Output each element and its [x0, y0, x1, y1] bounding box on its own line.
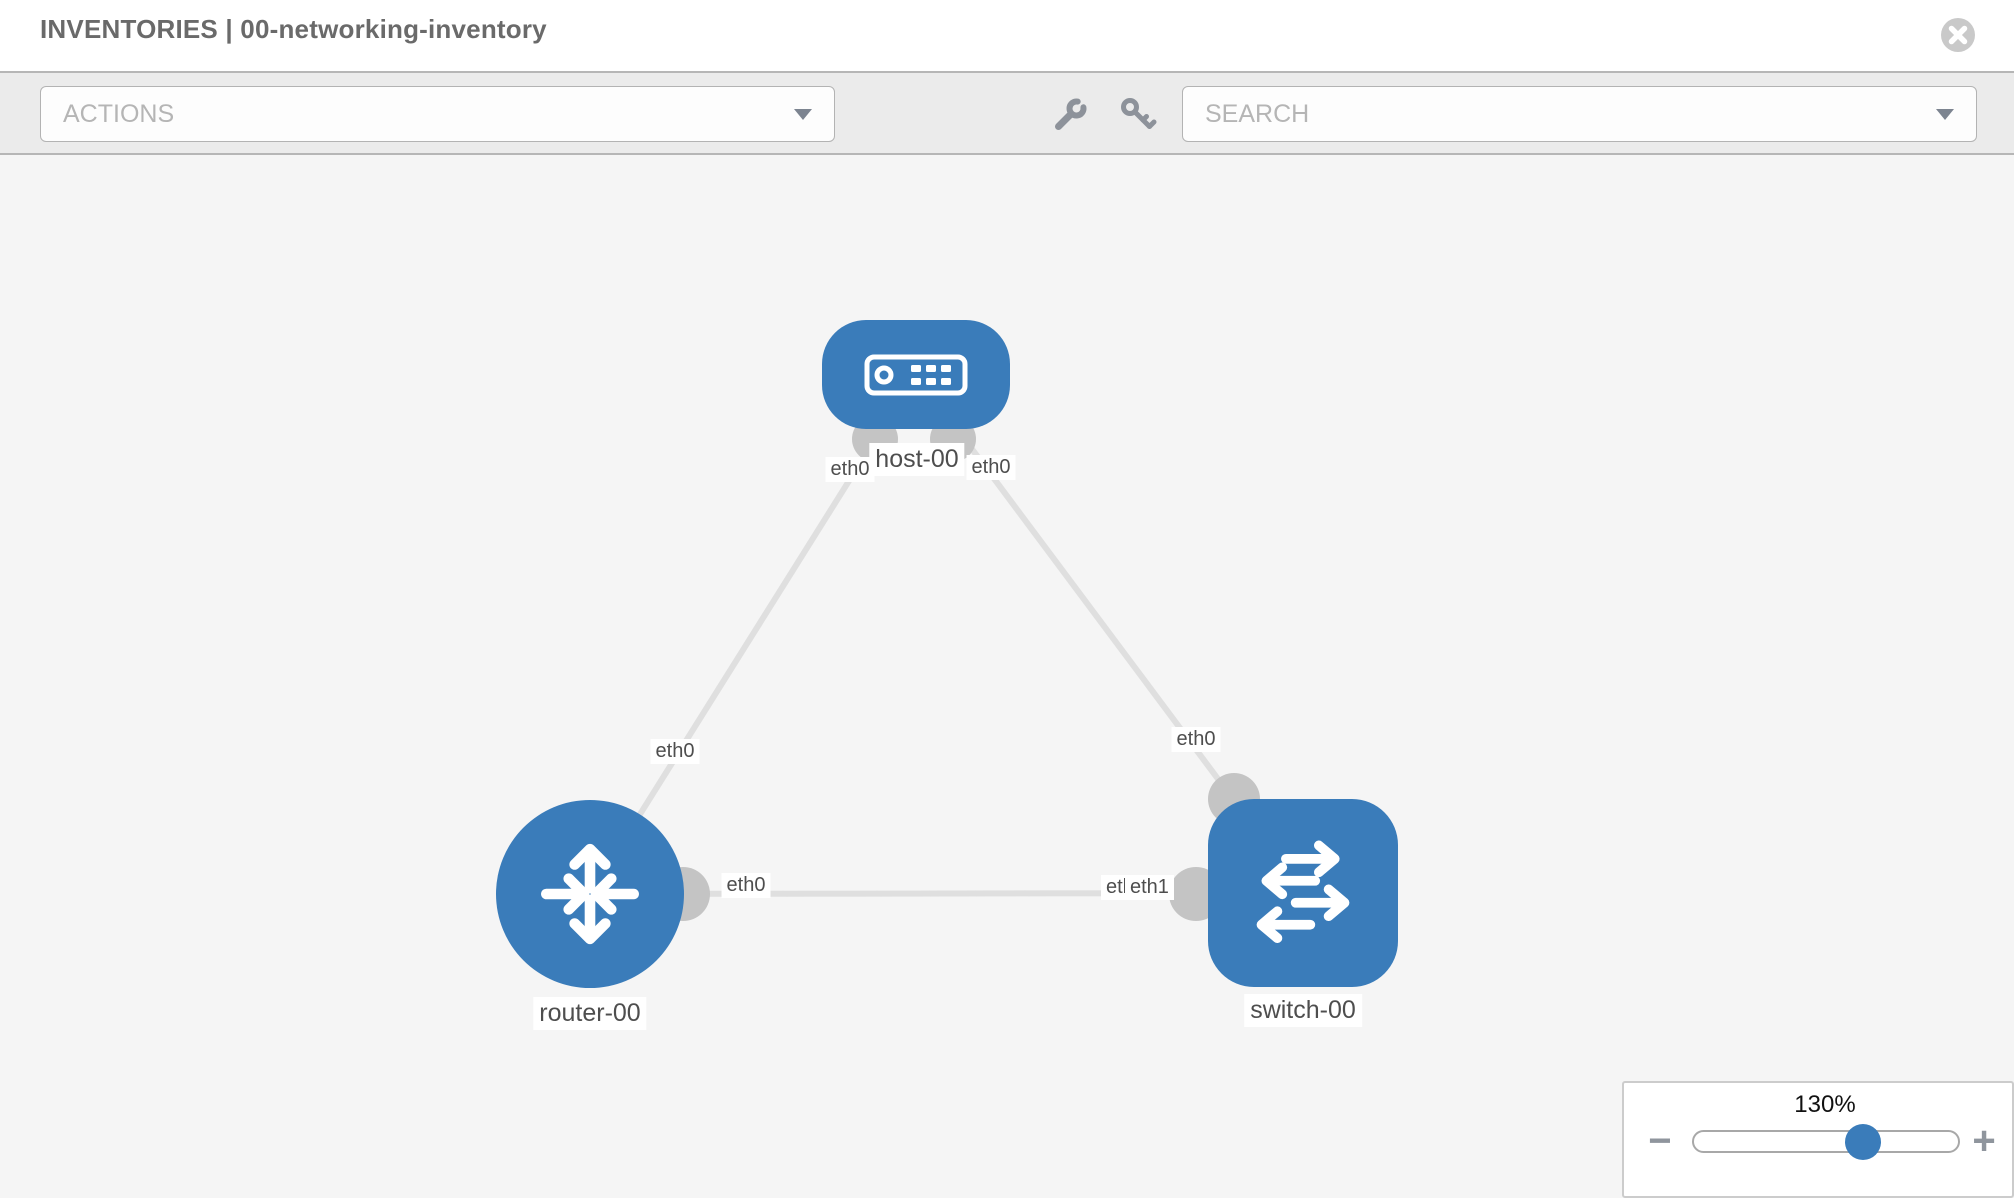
node-label-host-00: host-00	[869, 443, 965, 476]
router-icon	[541, 843, 639, 945]
port-label-host-eth0-right: eth0	[966, 455, 1016, 480]
close-icon[interactable]	[1940, 17, 1976, 53]
actions-dropdown[interactable]: ACTIONS	[40, 86, 835, 142]
port-label-router-eth0: eth0	[721, 873, 771, 898]
close-button[interactable]	[1940, 17, 1976, 53]
node-router-00[interactable]	[496, 800, 684, 988]
chevron-down-icon	[794, 108, 812, 120]
toolbar: ACTIONS SEARCH	[0, 71, 2014, 155]
credentials-button[interactable]	[1116, 93, 1160, 137]
search-dropdown[interactable]: SEARCH	[1182, 86, 1977, 142]
topology-canvas[interactable]: host-00 router-00 switch-00 eth0 eth0 et…	[0, 155, 2014, 1198]
port-label-switch-eth0: eth0	[1171, 727, 1221, 752]
host-icon	[864, 354, 968, 395]
node-host-00[interactable]	[822, 320, 1010, 429]
switch-icon	[1256, 840, 1350, 944]
configure-button[interactable]	[1048, 93, 1092, 137]
zoom-slider-thumb[interactable]	[1844, 1124, 1881, 1160]
header: INVENTORIES | 00-networking-inventory	[0, 0, 2014, 71]
chevron-down-icon	[1936, 108, 1954, 120]
node-switch-00[interactable]	[1208, 799, 1398, 987]
node-label-switch-00: switch-00	[1244, 994, 1362, 1027]
page-title: INVENTORIES | 00-networking-inventory	[40, 14, 547, 44]
topology-links	[587, 372, 1306, 897]
port-label-link-eth0: eth0	[650, 739, 700, 764]
key-icon	[1121, 98, 1157, 129]
port-label-host-eth0-left: eth0	[825, 457, 875, 482]
actions-dropdown-label: ACTIONS	[63, 99, 175, 128]
zoom-out-button[interactable]: −	[1648, 1119, 1672, 1163]
zoom-slider-track[interactable]	[1692, 1124, 1960, 1160]
search-dropdown-label: SEARCH	[1205, 99, 1310, 128]
zoom-level-value: 130%	[1794, 1091, 1856, 1118]
zoom-control-panel: 130% − +	[1622, 1081, 2014, 1198]
wrench-icon	[1055, 98, 1087, 130]
node-label-router-00: router-00	[533, 997, 647, 1030]
port-label-switch-eth1: eth1	[1125, 875, 1174, 900]
zoom-in-button[interactable]: +	[1972, 1119, 1996, 1163]
